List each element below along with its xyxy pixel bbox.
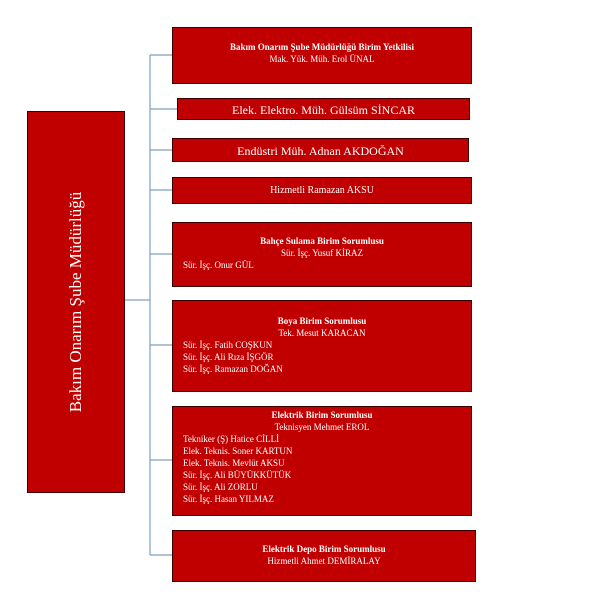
- box-line: Elek. Elektro. Müh. Gülsüm SİNCAR: [232, 103, 415, 117]
- box-title: Elektrik Birim Sorumlusu: [271, 410, 373, 420]
- box-line: Mak. Yük. Müh. Erol ÜNAL: [269, 54, 375, 64]
- box-line: Sür. İşç. Yusuf KİRAZ: [281, 248, 363, 258]
- box-line: Sür. İşç. Ali ZORLU: [183, 482, 258, 492]
- main-unit-box: Bakım Onarım Şube Müdürlüğü: [27, 111, 125, 493]
- box-line: Teknisyen Mehmet EROL: [274, 422, 370, 432]
- box-line: Endüstri Müh. Adnan AKDOĞAN: [237, 144, 404, 158]
- staff-box-2: Endüstri Müh. Adnan AKDOĞAN: [172, 138, 469, 162]
- box-line: Hizmetli Ramazan AKSU: [270, 185, 374, 196]
- electric-depot-unit-box: Elektrik Depo Birim Sorumlusu Hizmetli A…: [172, 530, 476, 582]
- box-line: Hizmetli Ahmet DEMİRALAY: [267, 556, 381, 566]
- box-line: Sür. İşç. Fatih COŞKUN: [183, 340, 273, 350]
- electric-unit-box: Elektrik Birim Sorumlusu Teknisyen Mehme…: [172, 406, 472, 516]
- box-title: Elektrik Depo Birim Sorumlusu: [262, 544, 386, 554]
- box-line: Sür. İşç. Onur GÜL: [183, 260, 254, 270]
- irrigation-unit-box: Bahçe Sulama Birim Sorumlusu Sür. İşç. Y…: [172, 222, 472, 287]
- box-line: Tekniker (Ş) Hatice CİLLİ: [183, 434, 280, 444]
- box-title: Bakım Onarım Şube Müdürlüğü Birim Yetkil…: [230, 42, 414, 52]
- unit-head-box: Bakım Onarım Şube Müdürlüğü Birim Yetkil…: [172, 27, 472, 84]
- box-line: Sür. İşç. Ali BÜYÜKKÜTÜK: [183, 470, 292, 480]
- box-line: Sür. İşç. Ali Rıza İŞGÖR: [183, 352, 274, 362]
- box-line: Tek. Mesut KARACAN: [278, 328, 366, 338]
- box-line: Sür. İşç. Ramazan DOĞAN: [183, 364, 283, 374]
- paint-unit-box: Boya Birim Sorumlusu Tek. Mesut KARACAN …: [172, 300, 472, 392]
- staff-box-1: Elek. Elektro. Müh. Gülsüm SİNCAR: [177, 98, 470, 120]
- staff-box-3: Hizmetli Ramazan AKSU: [172, 177, 472, 204]
- box-title: Bahçe Sulama Birim Sorumlusu: [260, 236, 384, 246]
- box-title: Boya Birim Sorumlusu: [277, 316, 367, 326]
- main-unit-label: Bakım Onarım Şube Müdürlüğü: [66, 191, 85, 413]
- box-line: Sür. İşç. Hasan YILMAZ: [183, 494, 274, 504]
- box-line: Elek. Teknis. Soner KARTUN: [183, 446, 293, 456]
- box-line: Elek. Teknis. Mevlüt AKSU: [183, 458, 285, 468]
